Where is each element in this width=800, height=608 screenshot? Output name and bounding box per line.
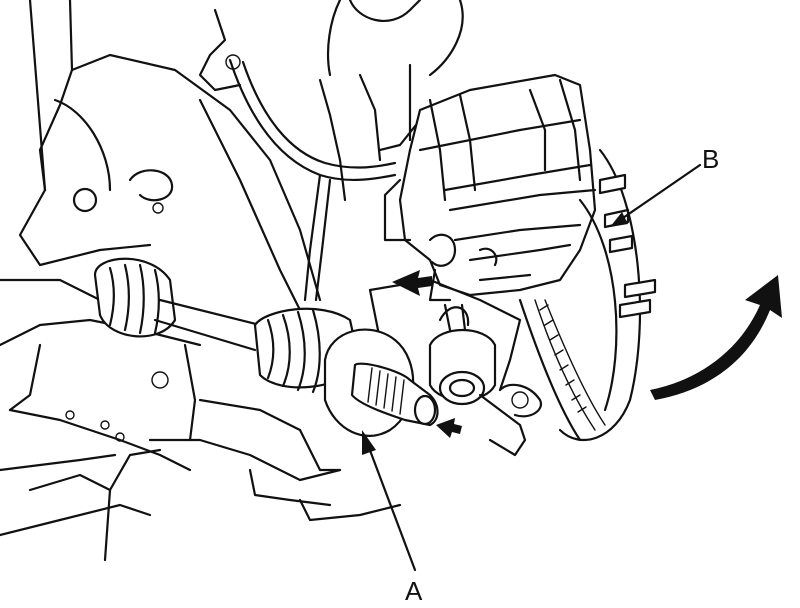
- tie-rod-end: [428, 303, 527, 457]
- arrow-rotation: [650, 275, 782, 400]
- strut-assembly: [198, 0, 464, 302]
- callout-b: B: [702, 144, 719, 174]
- driveshaft: [93, 257, 439, 437]
- arrow-splined-end: [436, 418, 462, 438]
- subframe: [0, 0, 402, 562]
- brake-disc: [518, 148, 642, 442]
- leader-b: [610, 163, 702, 227]
- leader-a: [362, 430, 417, 572]
- callout-a: A: [405, 576, 423, 606]
- wheel-studs: [598, 173, 657, 319]
- brake-caliper: [383, 73, 597, 302]
- arrow-caliper: [392, 270, 432, 296]
- disc-vents: [539, 304, 587, 413]
